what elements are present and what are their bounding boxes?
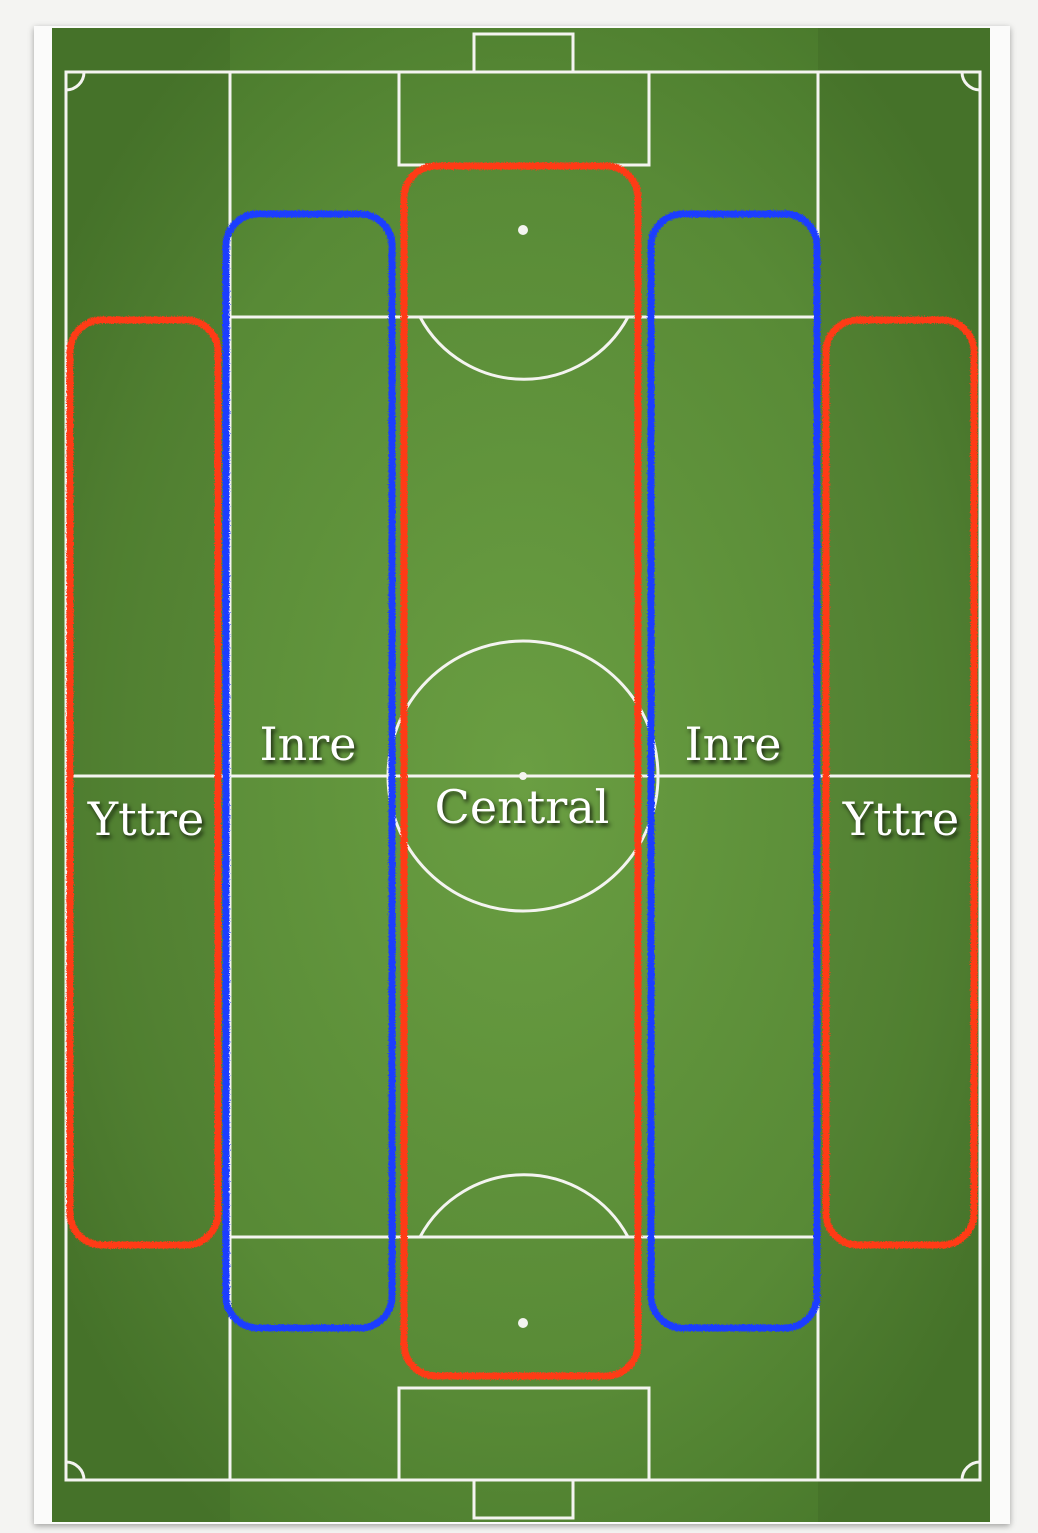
bottom-penalty-spot bbox=[518, 1318, 528, 1328]
right-outer-zone-label: Yttre bbox=[843, 796, 960, 842]
right-inner-zone-label: Inre bbox=[684, 721, 781, 767]
top-penalty-spot bbox=[518, 225, 528, 235]
left-outer-zone-label: Yttre bbox=[88, 796, 205, 842]
centre-spot bbox=[519, 772, 527, 780]
central-zone-label: Central bbox=[435, 784, 610, 830]
left-inner-zone-label: Inre bbox=[259, 721, 356, 767]
